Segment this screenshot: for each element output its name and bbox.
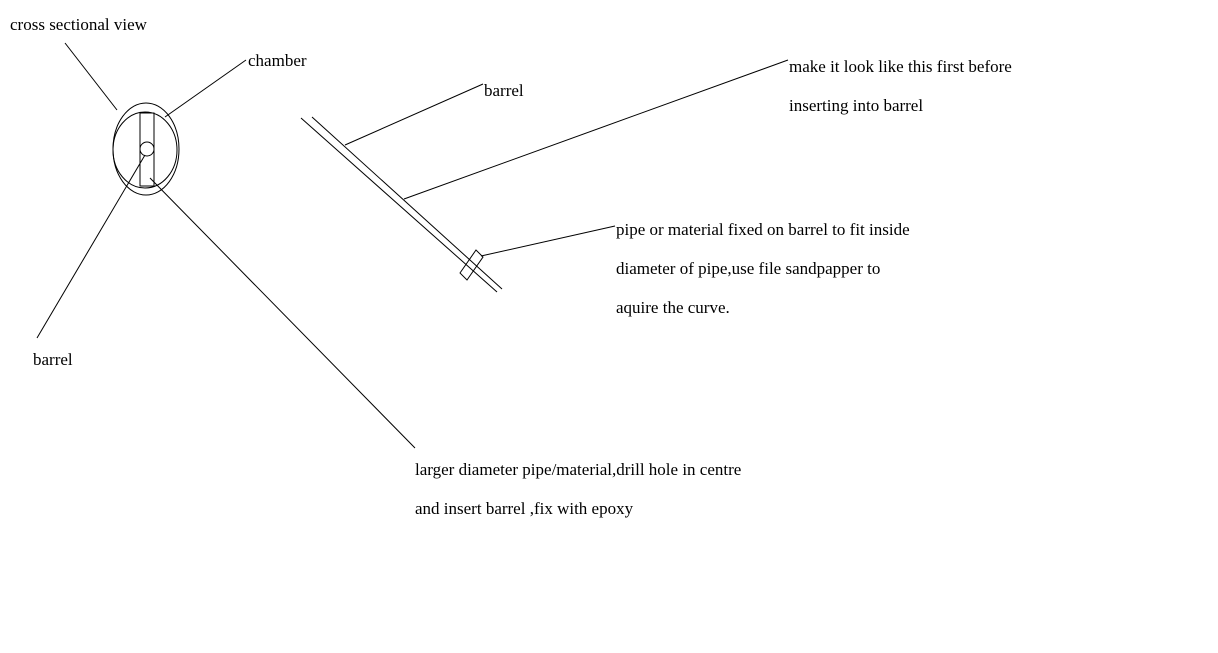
label-chamber: chamber <box>248 51 307 70</box>
label-make-line2: inserting into barrel <box>789 96 924 115</box>
chamber-outer-ellipse <box>112 102 180 196</box>
label-pipe-line1: pipe or material fixed on barrel to fit … <box>616 220 910 239</box>
leader-lines <box>36 42 789 449</box>
label-barrel-right: barrel <box>484 81 524 100</box>
leader-make-it <box>403 59 789 200</box>
label-pipe-line2: diameter of pipe,use file sandpapper to <box>616 259 881 278</box>
leader-cross-section <box>64 42 118 111</box>
cross-section-view <box>112 102 180 196</box>
fitting-piece <box>459 249 484 281</box>
leader-barrel-right <box>344 83 484 146</box>
label-make-line1: make it look like this first before <box>789 57 1012 76</box>
leader-chamber <box>164 59 247 118</box>
leader-pipe-material <box>480 225 616 257</box>
barrel-bore-circle <box>139 141 155 157</box>
label-pipe-line3: aquire the curve. <box>616 298 730 317</box>
label-barrel-left: barrel <box>33 350 73 369</box>
label-cross-section: cross sectional view <box>10 15 147 34</box>
chamber-inner-ellipse <box>112 111 178 189</box>
leader-larger-pipe <box>149 177 416 449</box>
label-larger-line1: larger diameter pipe/material,drill hole… <box>415 460 742 479</box>
leader-barrel-left <box>36 154 146 339</box>
barrel-side-view <box>300 116 503 293</box>
barrel-line-inner <box>311 116 503 290</box>
barrel-slot <box>139 112 155 187</box>
label-larger-line2: and insert barrel ,fix with epoxy <box>415 499 634 518</box>
barrel-line-outer <box>300 117 498 293</box>
